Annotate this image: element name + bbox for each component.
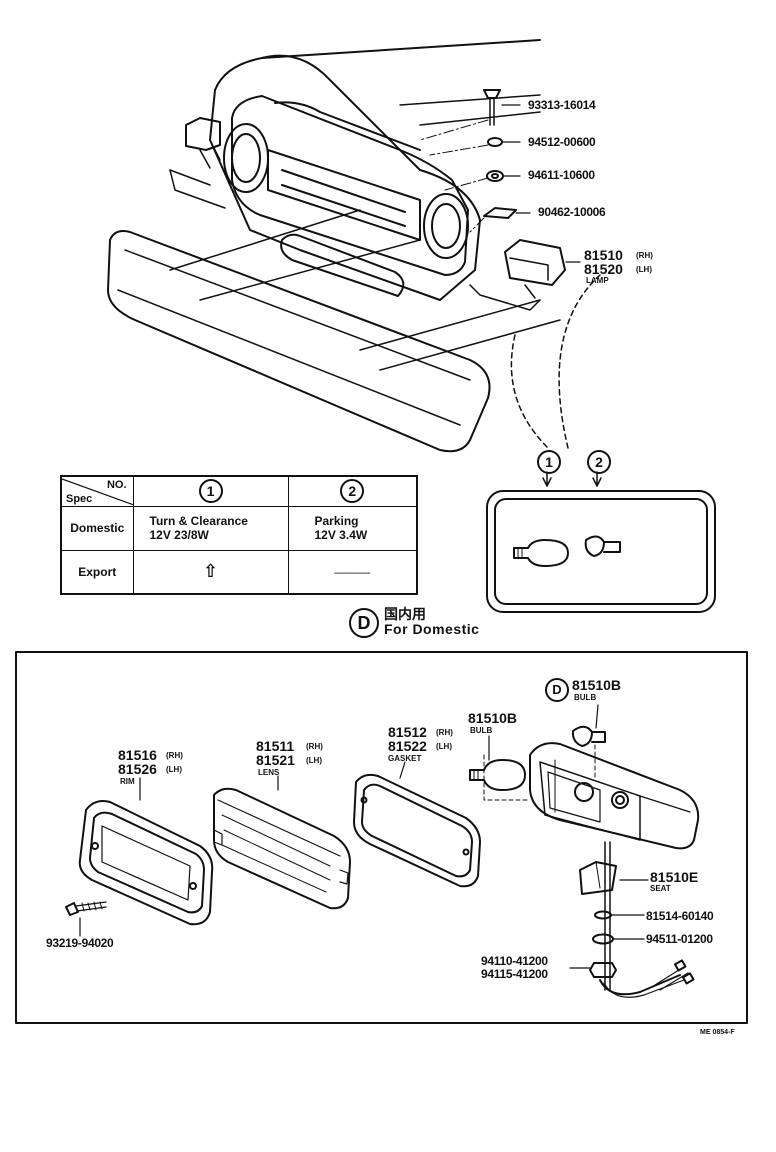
- gasket-lh-tag: (LH): [436, 742, 452, 751]
- upper-fasteners: [419, 89, 581, 263]
- spec-domestic-1-rating: 12V 23/8W: [149, 528, 209, 542]
- bulb-domestic-symbol: D: [545, 678, 569, 702]
- spec-col-header-2: 2: [287, 475, 418, 507]
- exploded-lamp-assembly: [65, 704, 700, 998]
- part-number-nut-plate: 90462-10006: [538, 205, 606, 219]
- spec-domestic-2-rating: 12V 3.4W: [314, 528, 368, 542]
- spec-domestic-bulb-1: Turn & Clearance 12V 23/8W: [132, 505, 289, 551]
- gasket-label: GASKET: [388, 754, 422, 763]
- spec-col-header-1: 1: [132, 475, 289, 507]
- domestic-symbol: D: [349, 608, 379, 638]
- part-number-gasket-rh: 81512: [388, 724, 427, 740]
- part-number-lens-rh: 81511: [256, 738, 295, 754]
- part-number-rim-rh: 81516: [118, 747, 157, 763]
- part-number-seat: 81510E: [650, 869, 699, 885]
- part-number-screw: 93219-94020: [46, 936, 114, 950]
- part-number-nut-94110: 94110-41200: [481, 954, 548, 968]
- part-number-bolt: 93313-16014: [528, 98, 596, 112]
- seat-label: SEAT: [650, 884, 671, 893]
- figure-code: ME 0854-F: [700, 1029, 735, 1036]
- spec-corner-spec: Spec: [66, 492, 93, 505]
- part-number-nut: 94611-10600: [528, 168, 595, 182]
- part-number-washer-94511: 94511-01200: [646, 932, 713, 946]
- lens-lh-tag: (LH): [306, 756, 322, 765]
- domestic-japanese-label: 国内用: [384, 607, 426, 623]
- spec-domestic-bulb-2: Parking 12V 3.4W: [287, 505, 418, 551]
- bulb-domestic-label: BULB: [574, 693, 597, 702]
- part-number-washer-81514: 81514-60140: [646, 909, 714, 923]
- part-number-nut-94115: 94115-41200: [481, 967, 548, 981]
- spec-row-label-export: Export: [60, 549, 134, 595]
- part-number-bulb-domestic: 81510B: [572, 677, 622, 693]
- lens-label: LENS: [258, 768, 280, 777]
- spec-corner-no: NO.: [106, 479, 127, 491]
- part-number-lamp-lh: 81520: [584, 261, 623, 277]
- part-number-lens-lh: 81521: [256, 752, 295, 768]
- bulb-spec-table: NO. Spec 1 2 Domestic Turn & Clearance 1…: [60, 475, 418, 595]
- rim-label: RIM: [120, 777, 135, 786]
- rim-rh-tag: (RH): [166, 751, 183, 760]
- part-number-washer: 94512-00600: [528, 135, 596, 149]
- bulb-marker-1: 1: [537, 450, 561, 474]
- part-number-gasket-lh: 81522: [388, 738, 427, 754]
- rim-lh-tag: (LH): [166, 765, 182, 774]
- spec-row-label-domestic: Domestic: [60, 505, 134, 551]
- bulb-main-label: BULB: [470, 726, 493, 735]
- lamp-lh-tag: (LH): [636, 265, 652, 274]
- bulb-position-panel: [486, 471, 716, 613]
- part-number-bulb-main: 81510B: [468, 710, 518, 726]
- gasket-rh-tag: (RH): [436, 728, 453, 737]
- part-number-lamp-rh: 81510: [584, 247, 623, 263]
- domestic-lamp-frame: [15, 651, 748, 1024]
- domestic-english-label: For Domestic: [384, 621, 480, 637]
- spec-domestic-1-type: Turn & Clearance: [149, 514, 248, 528]
- vehicle-front-illustration: [107, 39, 566, 453]
- lamp-rh-tag: (RH): [636, 251, 653, 260]
- spec-domestic-2-type: Parking: [314, 514, 359, 528]
- spec-corner-cell: NO. Spec: [60, 475, 134, 507]
- part-number-rim-lh: 81526: [118, 761, 157, 777]
- lamp-label: LAMP: [586, 276, 609, 285]
- spec-export-bulb-2: ———: [287, 549, 418, 595]
- bulb-marker-2: 2: [587, 450, 611, 474]
- lens-rh-tag: (RH): [306, 742, 323, 751]
- spec-export-bulb-1: ⇧: [132, 549, 289, 595]
